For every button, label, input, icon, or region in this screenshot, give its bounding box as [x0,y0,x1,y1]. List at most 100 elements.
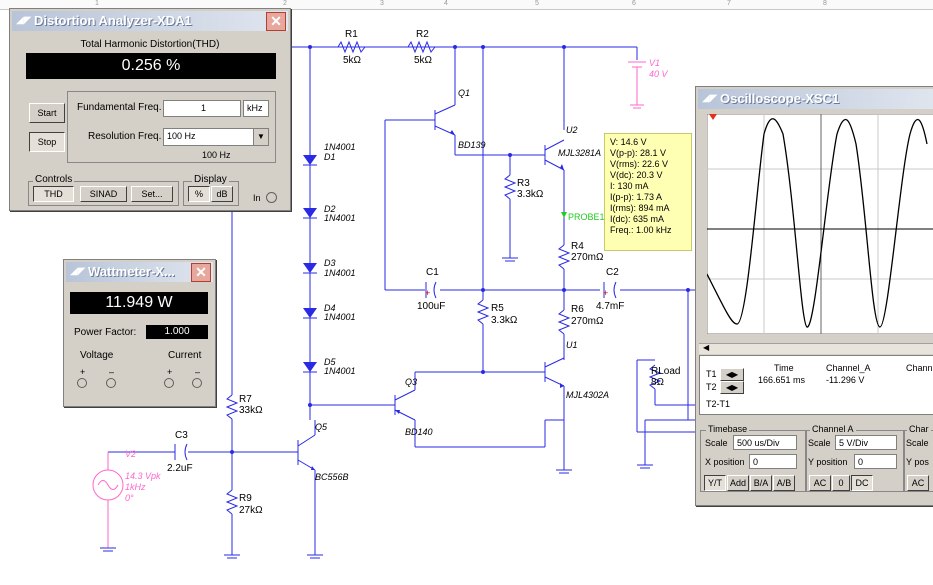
channel-a-value: -11.296 V [826,375,865,385]
stop-button[interactable]: Stop [29,132,65,152]
c1-value: 100uF [417,301,446,312]
ruler-tick: 8 [823,0,827,7]
r5-value: 3.3kΩ [491,315,518,326]
c2-value: 4.7mF [596,301,625,312]
d5-name: D5 [324,357,336,367]
probe-line: V: 14.6 V [610,137,647,147]
current-plus-label: + [167,367,173,377]
voltage-plus-terminal[interactable] [77,378,87,388]
yt-button[interactable]: Y/T [704,475,726,491]
horizontal-scrollbar[interactable] [699,343,933,354]
a-over-b-button[interactable]: A/B [773,475,795,491]
r2-value: 5kΩ [414,55,433,66]
t1-arrows-button[interactable]: ◀▶ [720,368,744,381]
channel-a-scale-input[interactable]: 5 V/Div [835,435,897,450]
probe-readout: V: 14.6 V V(p-p): 28.1 V V(rms): 22.6 V … [604,133,692,251]
timebase-label: Timebase [706,424,750,434]
trigger-marker-icon[interactable] [709,114,717,120]
ruler-tick: 1 [95,0,99,7]
thd-heading: Total Harmonic Distortion(THD) [80,39,220,50]
q1-model: BD139 [458,140,486,150]
channel-b-scale-label: Scale [906,438,929,448]
c1-name: C1 [426,267,439,278]
r1-name: R1 [345,29,358,40]
r9-value: 27kΩ [239,505,263,516]
input-label: In [253,193,261,203]
ruler-tick: 6 [632,0,636,7]
r7-value: 33kΩ [239,405,263,416]
probe-line: V(rms): 22.6 V [610,159,669,169]
current-minus-terminal[interactable] [192,378,202,388]
y-position-input[interactable]: 0 [854,454,897,469]
d4-name: D4 [324,303,336,313]
t2-label: T2 [706,382,717,392]
v1-name: V1 [649,58,661,68]
chevron-down-icon[interactable]: ▼ [253,129,268,145]
oscilloscope-titlebar[interactable]: ◢◤ Oscilloscope-XSC1 [698,89,933,109]
v2-name: V2 [125,449,137,459]
x-position-label: X position [705,457,745,467]
percent-button[interactable]: % [188,186,210,202]
time-value: 166.651 ms [758,375,806,385]
instrument-icon: ◢◤ [16,15,32,26]
input-terminal[interactable] [266,192,277,203]
oscilloscope-window[interactable]: ◢◤ Oscilloscope-XSC1 ◀ Time Channel_A Ch… [695,86,933,506]
voltage-minus-terminal[interactable] [106,378,116,388]
power-value: 11.949 W [70,292,208,314]
oscilloscope-screen[interactable] [707,114,933,334]
resolution-readout: 100 Hz [202,150,231,160]
start-button[interactable]: Start [29,103,65,123]
wattmeter-titlebar[interactable]: ◢◤ Wattmeter-X... ✕ [66,262,213,282]
r3-name: R3 [517,178,530,189]
thd-value: 0.256 % [26,53,276,79]
d5-model: 1N4001 [324,366,356,376]
power-factor-label: Power Factor: [74,327,137,338]
ground-coupling-button[interactable]: 0 [832,475,850,491]
b-over-a-button[interactable]: B/A [750,475,772,491]
d1-model: 1N4001 [324,142,356,152]
ruler-tick: 2 [283,0,287,7]
sinad-button[interactable]: SINAD [80,186,127,202]
x-position-input[interactable]: 0 [749,454,797,469]
rload-name: RLoad [651,366,681,377]
current-minus-label: – [195,367,201,377]
channel-b-y-position-label: Y pos [906,457,929,467]
t2-arrows-button[interactable]: ◀▶ [720,381,744,394]
scroll-left-icon[interactable]: ◀ [703,343,710,352]
d3-name: D3 [324,258,336,268]
power-factor-value: 1.000 [146,325,208,339]
v2-phase: 0° [125,493,134,503]
db-button[interactable]: dB [211,186,233,202]
timebase-scale-input[interactable]: 500 us/Div [733,435,797,450]
dc-coupling-button[interactable]: DC [851,475,873,491]
current-plus-terminal[interactable] [164,378,174,388]
resolution-select[interactable]: 100 Hz ▼ [163,128,269,146]
instrument-icon: ◢◤ [702,93,718,104]
distortion-analyzer-window[interactable]: ◢◤ Distortion Analyzer-XDA1 ✕ Total Harm… [9,8,291,211]
ac-coupling-button[interactable]: AC [809,475,831,491]
probe-line: V(dc): 20.3 V [610,170,663,180]
ruler-tick: 3 [380,0,384,7]
timebase-group [700,430,806,492]
ruler-tick: 7 [727,0,731,7]
q3-name: Q3 [405,377,418,387]
c2-name: C2 [606,267,619,278]
add-button[interactable]: Add [727,475,749,491]
close-button[interactable]: ✕ [191,263,211,282]
distortion-titlebar[interactable]: ◢◤ Distortion Analyzer-XDA1 ✕ [12,11,288,31]
q3-model: BD140 [405,427,433,437]
r6-name: R6 [571,304,584,315]
channel-b-ac-button[interactable]: AC [907,475,929,491]
fundamental-unit[interactable]: kHz [243,100,269,117]
r7-name: R7 [239,394,252,405]
fundamental-input[interactable]: 1 [163,100,241,117]
r5-name: R5 [491,303,504,314]
wattmeter-window[interactable]: ◢◤ Wattmeter-X... ✕ 11.949 W Power Facto… [63,259,216,407]
set-button[interactable]: Set... [131,186,173,202]
t2-t1-label: T2-T1 [706,399,731,409]
thd-button[interactable]: THD [33,186,74,202]
ruler: 1 2 3 4 5 6 7 8 [0,0,933,10]
close-button[interactable]: ✕ [266,12,286,31]
r4-value: 270mΩ [571,252,604,263]
